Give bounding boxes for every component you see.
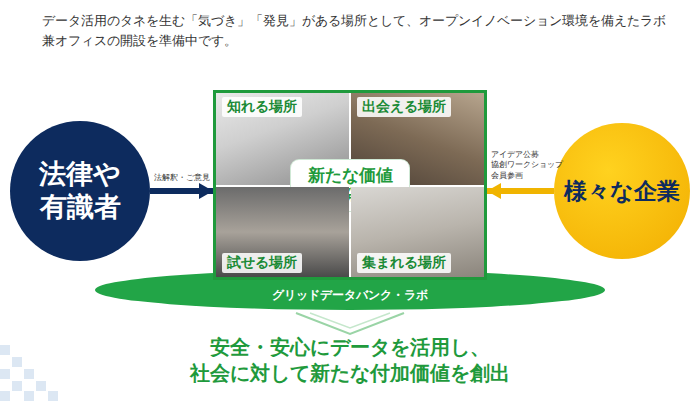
node-label: 集まれる場所 bbox=[357, 253, 451, 273]
pixel-squares bbox=[0, 345, 58, 401]
down-chevron bbox=[296, 313, 404, 334]
node-label: 様々な企業 bbox=[564, 176, 680, 207]
node-label: 出会える場所 bbox=[357, 97, 451, 117]
node-label: 試せる場所 bbox=[222, 253, 302, 273]
place-tile: 試せる場所 bbox=[216, 187, 349, 277]
down-chevron bbox=[310, 313, 390, 328]
lab-frame: グリッドデータバンク・ラボ知れる場所出会える場所新たな価値 の発見試せる場所集ま… bbox=[213, 90, 487, 280]
node-label: 法律や 有識者 bbox=[30, 158, 130, 224]
edge-label: 法解釈・ご意見 bbox=[154, 173, 210, 183]
node-label: グリッドデータバンク・ラボ bbox=[216, 287, 484, 303]
expert-circle: 法律や 有識者 bbox=[10, 121, 150, 261]
edge-label: アイデア公募 協創ワークショップ 会員参画 bbox=[491, 150, 569, 181]
caption-text: 安全・安心にデータを活用し、 社会に対して新たな付加価値を創出 bbox=[160, 334, 540, 386]
flow-arrow bbox=[487, 188, 554, 194]
company-circle: 様々な企業 bbox=[554, 123, 690, 259]
place-tile: 集まれる場所 bbox=[351, 187, 484, 277]
flow-arrow bbox=[150, 188, 213, 194]
heading-text: データ活用のタネを生む「気づき」「発見」がある場所として、オープンイノベーション… bbox=[42, 11, 682, 51]
node-label: 知れる場所 bbox=[222, 97, 302, 117]
